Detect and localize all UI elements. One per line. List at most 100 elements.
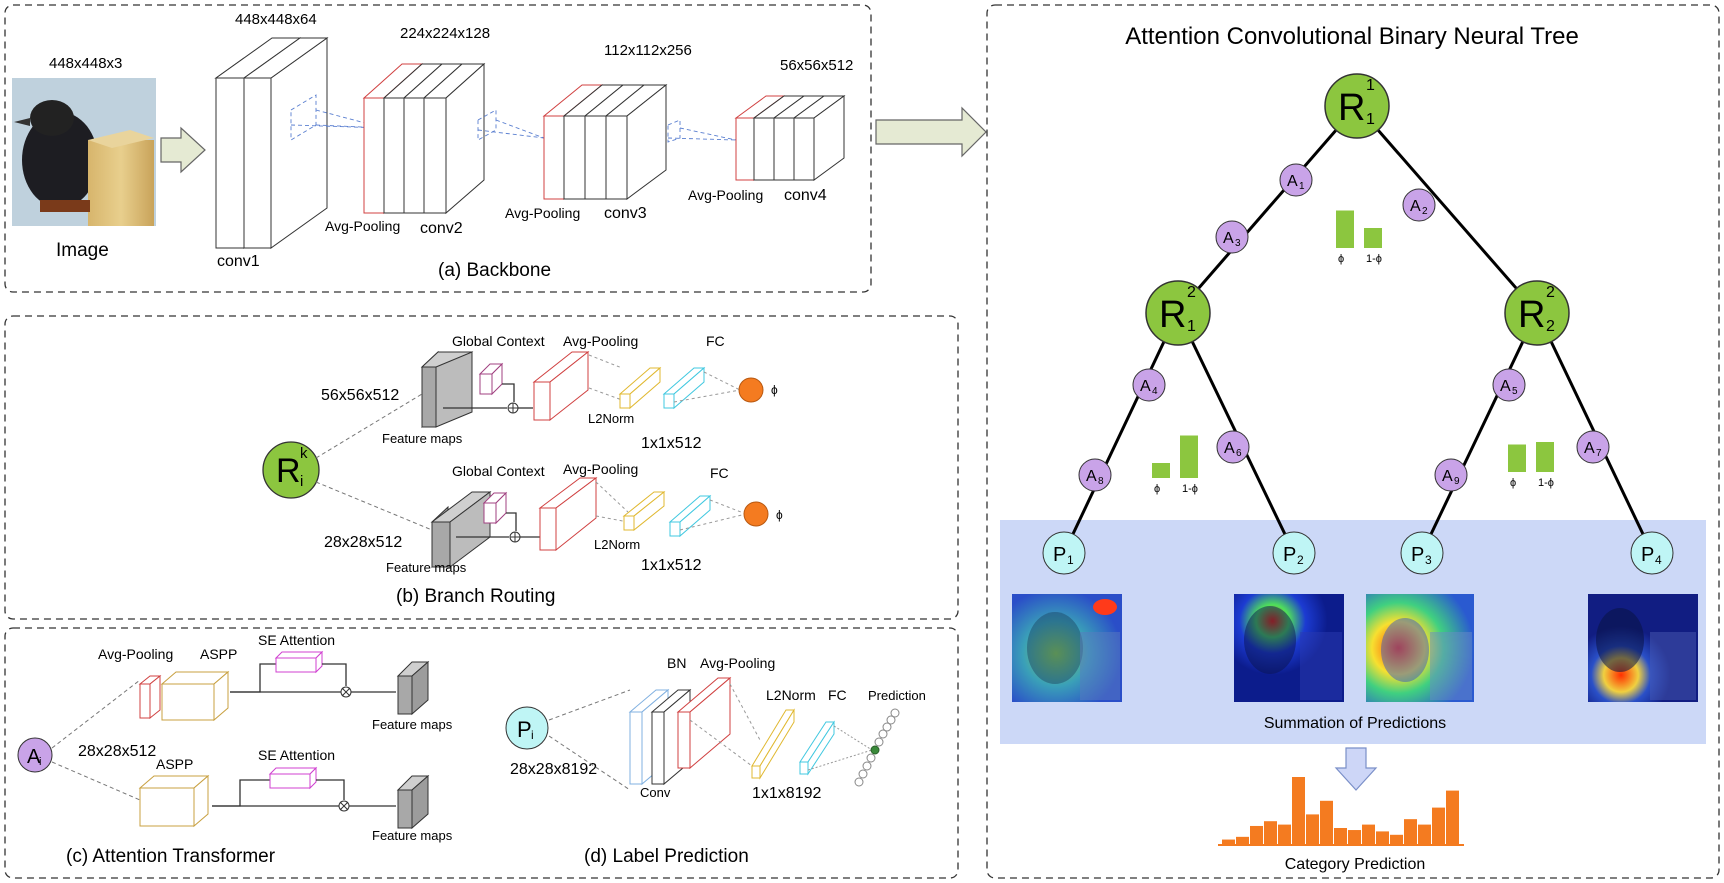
category-histogram <box>1218 777 1464 846</box>
conv4-dims: 56x56x512 <box>780 57 853 74</box>
branch-row-2-pool: Avg-Pooling <box>563 461 638 477</box>
svg-text:3: 3 <box>1425 553 1432 567</box>
attention-bottom-aspp: ASPP <box>156 756 193 772</box>
svg-text:1: 1 <box>1299 181 1305 192</box>
input-image <box>12 78 156 226</box>
tree-title: Attention Convolutional Binary Neural Tr… <box>1125 23 1579 50</box>
svg-text:A: A <box>1500 378 1511 395</box>
label-conv: Conv <box>640 785 671 800</box>
svg-text:P: P <box>1053 544 1066 566</box>
summation-label: Summation of Predictions <box>1264 715 1446 732</box>
svg-text:P: P <box>1283 544 1296 566</box>
attention-caption: (c) Attention Transformer <box>66 846 276 867</box>
routing-bar-1-1 <box>1336 210 1354 248</box>
branch-row-1-fm: Feature maps <box>382 431 463 446</box>
branch-row-2-gc: Global Context <box>452 463 545 479</box>
branch-row-1-dims: 56x56x512 <box>321 387 399 404</box>
prediction-vector <box>854 708 900 787</box>
svg-text:R: R <box>1338 87 1365 129</box>
svg-text:A: A <box>1224 440 1235 457</box>
heatmap-1 <box>1012 594 1122 702</box>
label-norm: L2Norm <box>766 687 816 703</box>
branch-router-node <box>262 441 320 499</box>
image-label: Image <box>56 240 109 261</box>
histogram-bar <box>1418 824 1431 845</box>
backbone-caption: (a) Backbone <box>438 260 551 281</box>
svg-text:5: 5 <box>1512 386 1518 397</box>
label-caption: (d) Label Prediction <box>584 846 749 867</box>
label-dims: 28x28x8192 <box>510 761 597 778</box>
svg-text:6: 6 <box>1236 448 1242 459</box>
histogram-bar <box>1264 821 1277 845</box>
label-out: 1x1x8192 <box>752 785 821 802</box>
attention-node-sub: i <box>39 756 41 768</box>
branch-row-1-pool: Avg-Pooling <box>563 333 638 349</box>
attention-top-row <box>138 650 430 722</box>
router-node-3: R 2 2 <box>1504 280 1570 346</box>
svg-text:A: A <box>1410 198 1421 215</box>
conv1-block <box>214 37 329 249</box>
svg-text:2: 2 <box>1297 553 1304 567</box>
label-pool: Avg-Pooling <box>700 655 775 671</box>
svg-text:3: 3 <box>1235 238 1241 249</box>
category-label: Category Prediction <box>1285 856 1426 873</box>
svg-text:A: A <box>1140 378 1151 395</box>
branch-row-1 <box>420 350 764 429</box>
branch-node-sup: k <box>300 445 308 462</box>
label-link-top <box>548 689 631 721</box>
branch-link-bottom <box>315 481 433 531</box>
attention-node <box>17 737 53 773</box>
routing-bar-label-2-1: ϕ <box>1154 483 1160 495</box>
histogram-bar <box>1306 814 1319 845</box>
conv3-label: conv3 <box>604 205 647 222</box>
svg-text:2: 2 <box>1422 206 1428 217</box>
conv2-block <box>362 62 486 215</box>
conv4-label: conv4 <box>784 187 827 204</box>
attention-bottom-row <box>138 766 430 830</box>
branch-row-2-fm: Feature maps <box>386 560 467 575</box>
attention-node-main: A <box>27 746 41 768</box>
heatmap-2 <box>1234 594 1344 702</box>
svg-text:A: A <box>1086 468 1097 485</box>
histogram-bar <box>1236 836 1249 845</box>
histogram-bar <box>1432 807 1445 845</box>
histogram-bar <box>1222 839 1235 845</box>
branch-row-1-norm: L2Norm <box>588 411 634 426</box>
svg-text:1: 1 <box>1067 553 1074 567</box>
routing-bar-label-2-2: 1-ϕ <box>1182 483 1198 495</box>
svg-text:1: 1 <box>1366 111 1375 128</box>
branch-row-2-norm: L2Norm <box>594 537 640 552</box>
routing-bar-label-3-1: ϕ <box>1510 477 1516 489</box>
label-bn: BN <box>667 655 686 671</box>
svg-text:1: 1 <box>1187 318 1196 335</box>
branch-row-2-fc: FC <box>710 465 729 481</box>
histogram-bar <box>1446 790 1459 845</box>
svg-text:A: A <box>1287 173 1298 190</box>
branch-row-2-dims: 28x28x512 <box>324 534 402 551</box>
histogram-bar <box>1320 800 1333 845</box>
attention-link-top <box>51 679 141 749</box>
router-node-1: R 1 1 <box>1324 73 1390 139</box>
conv4-block <box>734 95 846 181</box>
conv3-pool-label: Avg-Pooling <box>505 205 580 221</box>
attention-top-se: SE Attention <box>258 632 335 648</box>
conv3-receptive-lines <box>667 119 737 143</box>
branch-row-1-out: 1x1x512 <box>641 435 702 452</box>
routing-bar-label-1-1: ϕ <box>1338 253 1344 265</box>
image-to-backbone-arrow <box>160 126 206 174</box>
branch-row-1-gc: Global Context <box>452 333 545 349</box>
svg-text:A: A <box>1223 230 1234 247</box>
svg-text:2: 2 <box>1546 284 1555 301</box>
